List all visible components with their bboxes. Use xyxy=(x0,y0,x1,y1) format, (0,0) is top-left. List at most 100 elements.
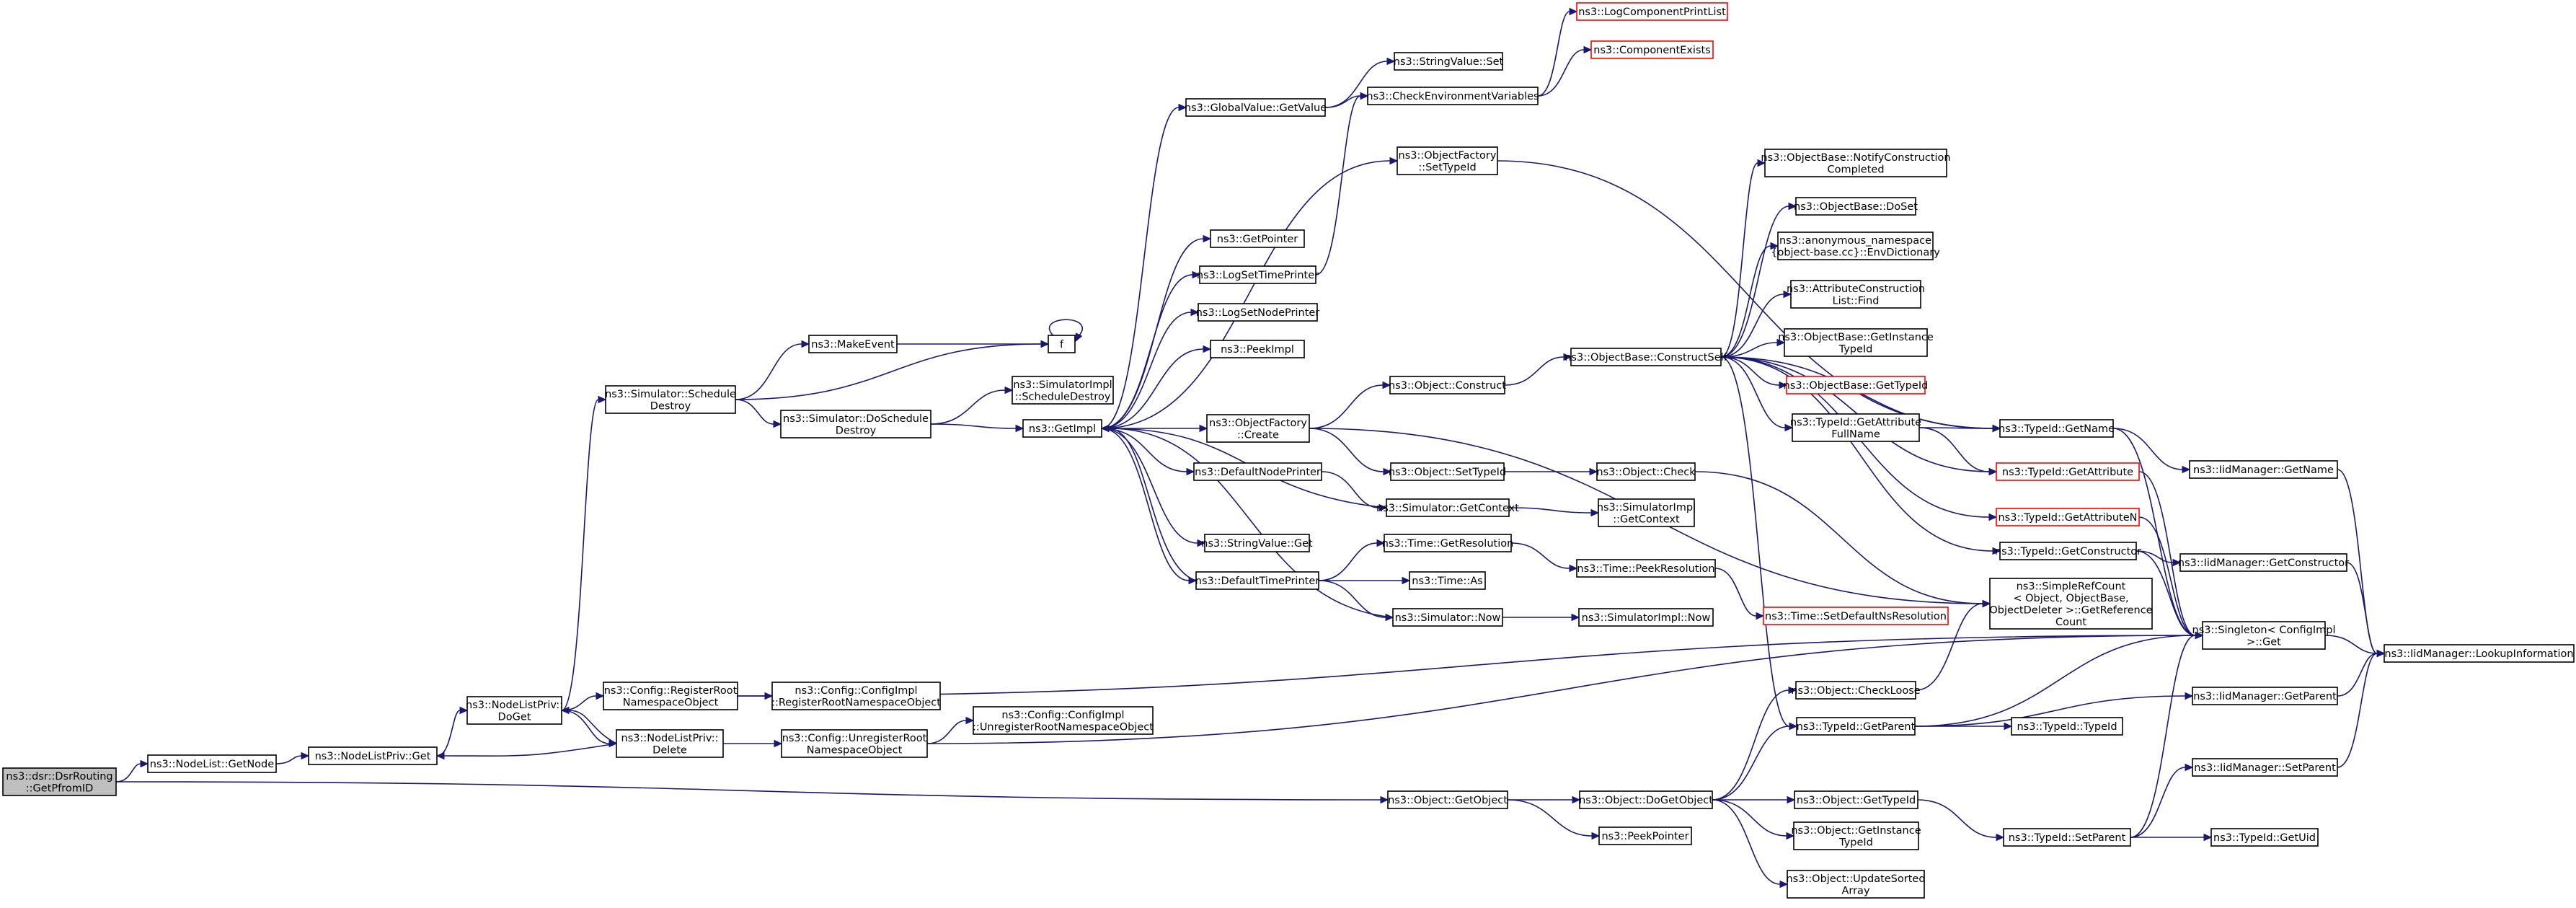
graph-node-deftime[interactable]: ns3::DefaultTimePrinter xyxy=(1195,571,1319,590)
node-box xyxy=(1795,681,1916,700)
graph-node-getnode[interactable]: ns3::NodeList::GetNode xyxy=(147,754,277,773)
graph-node-dogetobject[interactable]: ns3::Object::DoGetObject xyxy=(1579,790,1713,809)
call-edge xyxy=(1318,539,1386,581)
node-box xyxy=(973,706,1154,735)
graph-node-simimplctx[interactable]: ns3::SimulatorImpl::GetContext xyxy=(1597,498,1696,527)
graph-node-makeevent[interactable]: ns3::MakeEvent xyxy=(808,335,898,353)
node-label: ::ScheduleDestroy xyxy=(1015,391,1111,402)
call-edge xyxy=(1918,427,1998,476)
node-label: ns3::StringValue::Set xyxy=(1394,56,1504,68)
node-label: ns3::TypeId::TypeId xyxy=(2017,721,2117,733)
call-edge xyxy=(1720,356,1788,389)
graph-node-gvget[interactable]: ns3::GlobalValue::GetValue xyxy=(1185,98,1327,117)
graph-node-obgettid[interactable]: ns3::ObjectBase::GetTypeId xyxy=(1784,376,1929,395)
graph-node-timeas[interactable]: ns3::Time::As xyxy=(1409,571,1486,590)
node-box xyxy=(2179,553,2347,572)
graph-node-nldelete[interactable]: ns3::NodeListPriv::Delete xyxy=(616,729,724,758)
graph-node-getpointer[interactable]: ns3::GetPointer xyxy=(1210,229,1305,248)
graph-node-tidtypeid[interactable]: ns3::TypeId::TypeId xyxy=(2011,717,2123,736)
graph-node-setdefns[interactable]: ns3::Time::SetDefaultNsResolution xyxy=(1763,607,1949,625)
graph-node-objsettype[interactable]: ns3::Object::SetTypeId xyxy=(1389,462,1506,481)
graph-node-cfgreg[interactable]: ns3::Config::ConfigImpl::RegisterRootNam… xyxy=(771,682,941,710)
graph-node-strset[interactable]: ns3::StringValue::Set xyxy=(1394,52,1504,71)
graph-node-logtime[interactable]: ns3::LogSetTimePrinter xyxy=(1197,265,1319,284)
graph-node-doset[interactable]: ns3::ObjectBase::DoSet xyxy=(1794,197,1918,216)
node-box xyxy=(1796,717,1916,736)
call-edge xyxy=(2135,550,2182,567)
graph-node-simschedule[interactable]: ns3::SimulatorImpl::ScheduleDestroy xyxy=(1012,376,1114,405)
graph-node-peekpointer[interactable]: ns3::PeekPointer xyxy=(1598,827,1692,845)
graph-node-iidgetparent[interactable]: ns3::IidManager::GetParent xyxy=(2192,687,2338,705)
graph-node-tidgetctor[interactable]: ns3::TypeId::GetConstructor xyxy=(1995,542,2141,560)
node-label: ns3::TypeId::GetConstructor xyxy=(1995,546,2141,557)
graph-node-regroot[interactable]: ns3::Config::RegisterRootNamespaceObject xyxy=(603,682,738,710)
graph-node-simplerefcount[interactable]: ns3::SimpleRefCount< Object, ObjectBase,… xyxy=(1989,578,2153,630)
graph-node-notifyconstr[interactable]: ns3::ObjectBase::NotifyConstructionCompl… xyxy=(1761,149,1951,177)
graph-node-peekres[interactable]: ns3::Time::PeekResolution xyxy=(1576,559,1716,578)
graph-node-objgetobject[interactable]: ns3::Object::GetObject xyxy=(1387,790,1508,809)
graph-node-tidgetname[interactable]: ns3::TypeId::GetName xyxy=(1999,419,2115,438)
graph-node-schedule[interactable]: ns3::Simulator::ScheduleDestroy xyxy=(605,385,736,414)
call-edge xyxy=(1914,692,2194,727)
graph-node-unregroot[interactable]: ns3::Config::UnregisterRootNamespaceObje… xyxy=(781,729,928,758)
graph-node-logcomp[interactable]: ns3::LogComponentPrintList xyxy=(1576,2,1728,21)
graph-node-doget[interactable]: ns3::NodeListPriv::DoGet xyxy=(466,696,563,725)
graph-node-objcheck[interactable]: ns3::Object::Check xyxy=(1596,462,1696,481)
node-box xyxy=(1996,462,2140,481)
graph-node-peekimpl[interactable]: ns3::PeekImpl xyxy=(1210,340,1305,358)
graph-node-compexists[interactable]: ns3::ComponentExists xyxy=(1590,40,1714,59)
node-box xyxy=(1764,149,1947,177)
call-edge xyxy=(1504,467,1598,476)
node-box xyxy=(1210,340,1305,358)
graph-node-iidlookup[interactable]: ns3::IidManager::LookupInformation xyxy=(2384,644,2575,663)
call-graph-edges xyxy=(115,7,2386,889)
graph-node-checkenv[interactable]: ns3::CheckEnvironmentVariables xyxy=(1366,87,1539,105)
graph-node-checkloose[interactable]: ns3::Object::CheckLoose xyxy=(1791,681,1921,700)
node-label: ns3::Object::UpdateSorted xyxy=(1786,873,1925,885)
graph-node-lognode[interactable]: ns3::LogSetNodePrinter xyxy=(1196,303,1320,322)
call-edge xyxy=(1712,795,1796,804)
graph-node-tidgetparent[interactable]: ns3::TypeId::GetParent xyxy=(1796,717,1916,736)
graph-node-strget[interactable]: ns3::StringValue::Get xyxy=(1201,534,1313,552)
graph-node-iidsetparent[interactable]: ns3::IidManager::SetParent xyxy=(2192,758,2338,777)
graph-node-objconstruct[interactable]: ns3::Object::Construct xyxy=(1389,376,1506,395)
node-label: ::SetTypeId xyxy=(1418,162,1476,173)
graph-node-tidgetattr[interactable]: ns3::TypeId::GetAttribute xyxy=(1996,462,2140,481)
graph-node-simimplnow[interactable]: ns3::SimulatorImpl::Now xyxy=(1578,608,1714,627)
graph-node-constructself[interactable]: ns3::ObjectBase::ConstructSelf xyxy=(1564,348,1728,366)
graph-node-simnow[interactable]: ns3::Simulator::Now xyxy=(1392,608,1503,627)
graph-node-tidsetparent[interactable]: ns3::TypeId::SetParent xyxy=(2003,828,2131,847)
graph-node-nlget[interactable]: ns3::NodeListPriv::Get xyxy=(308,746,438,765)
graph-node-f[interactable]: f xyxy=(1048,335,1076,353)
node-label: ns3::Simulator::Now xyxy=(1395,612,1501,624)
node-box xyxy=(1389,376,1505,395)
graph-node-cfgunreg[interactable]: ns3::Config::ConfigImpl::UnregisterRootN… xyxy=(973,706,1154,735)
call-edge xyxy=(735,399,782,428)
graph-node-singleton[interactable]: ns3::Singleton< ConfigImpl >::Get xyxy=(2192,621,2336,650)
graph-node-timegetres[interactable]: ns3::Time::GetResolution xyxy=(1382,534,1514,552)
graph-node-dsr[interactable]: ns3::dsr::DsrRouting::GetPfromID xyxy=(2,767,117,796)
call-edge xyxy=(1720,356,2001,555)
call-edge xyxy=(1510,542,1578,573)
graph-node-getimpl[interactable]: ns3::GetImpl xyxy=(1022,419,1102,438)
node-box xyxy=(1409,571,1486,590)
graph-node-ofcreate[interactable]: ns3::ObjectFactory::Create xyxy=(1206,414,1310,443)
graph-node-defnode[interactable]: ns3::DefaultNodePrinter xyxy=(1193,462,1322,481)
node-label: ::GetContext xyxy=(1613,513,1680,525)
graph-node-iidgetname[interactable]: ns3::IidManager::GetName xyxy=(2189,460,2338,479)
graph-node-getattrn[interactable]: ns3::TypeId::GetAttributeN xyxy=(1996,508,2140,526)
graph-node-objgettid[interactable]: ns3::Object::GetTypeId xyxy=(1794,790,1918,809)
graph-node-ofsettype[interactable]: ns3::ObjectFactory::SetTypeId xyxy=(1397,146,1498,175)
graph-node-iidgetctor[interactable]: ns3::IidManager::GetConstructor xyxy=(2178,553,2349,572)
graph-node-simgetctx[interactable]: ns3::Simulator::GetContext xyxy=(1376,498,1519,517)
graph-node-envdict[interactable]: ns3::anonymous_namespace{object-base.cc}… xyxy=(1771,232,1940,260)
call-edge xyxy=(1101,428,1195,476)
graph-node-tidgetuid[interactable]: ns3::TypeId::GetUid xyxy=(2210,828,2319,847)
node-label: ns3::Object::CheckLoose xyxy=(1791,685,1920,697)
